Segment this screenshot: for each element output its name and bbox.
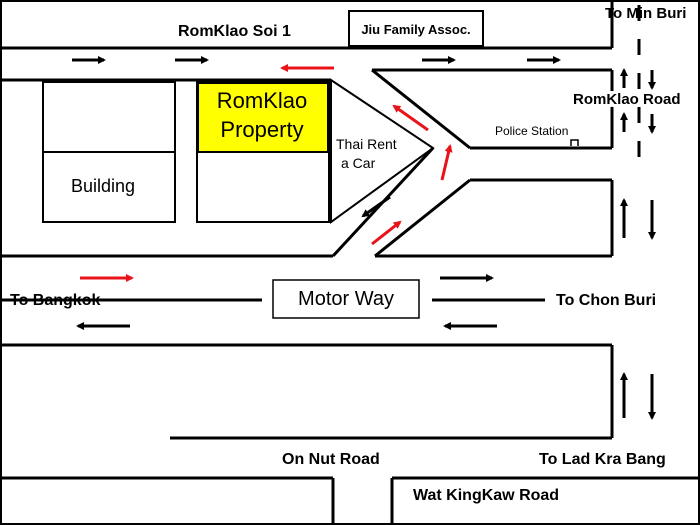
route-arrow-fork-west [392, 104, 429, 132]
jiu-family-label: Jiu Family Assoc. [361, 22, 470, 37]
motor-way-road [0, 254, 612, 347]
police-station-outline [570, 139, 579, 146]
wat-kingkaw-road-label: Wat KingKaw Road [413, 487, 559, 504]
romklao-soi-1-road [0, 46, 612, 82]
thai-rent-label-line1: Thai Rent [336, 136, 397, 152]
police-station-label: Police Station [495, 124, 568, 138]
to-lad-kra-bang-label: To Lad Kra Bang [539, 451, 666, 468]
to-chon-buri-label: To Chon Buri [556, 292, 656, 309]
motor-way-label: Motor Way [298, 288, 394, 310]
traffic-arrows-black [72, 56, 656, 420]
thai-rent-label-line2: a Car [341, 155, 376, 171]
route-arrow-fork-north [440, 144, 453, 181]
to-min-buri-label: To Min Buri [605, 5, 686, 22]
route-arrows-red [80, 64, 453, 282]
romklao-property-label-line1: RomKlao [217, 88, 307, 113]
motor-way-box [272, 279, 420, 319]
thai-rent-a-car-lot [330, 78, 435, 224]
romklao-road-label: RomKlao Road [573, 91, 681, 108]
south-roads [0, 345, 700, 525]
romklao-property-label-line2: Property [220, 117, 303, 142]
romklao-soi-1-label: RomKlao Soi 1 [178, 23, 291, 40]
building-label: Building [71, 176, 135, 196]
arrow-thai-rent-exit [361, 195, 391, 218]
jiu-family-assoc-box: Jiu Family Assoc. [348, 10, 484, 47]
on-nut-road-label: On Nut Road [282, 451, 380, 468]
to-bangkok-label: To Bangkok [10, 292, 100, 309]
route-arrow-ramp-up [371, 220, 402, 246]
